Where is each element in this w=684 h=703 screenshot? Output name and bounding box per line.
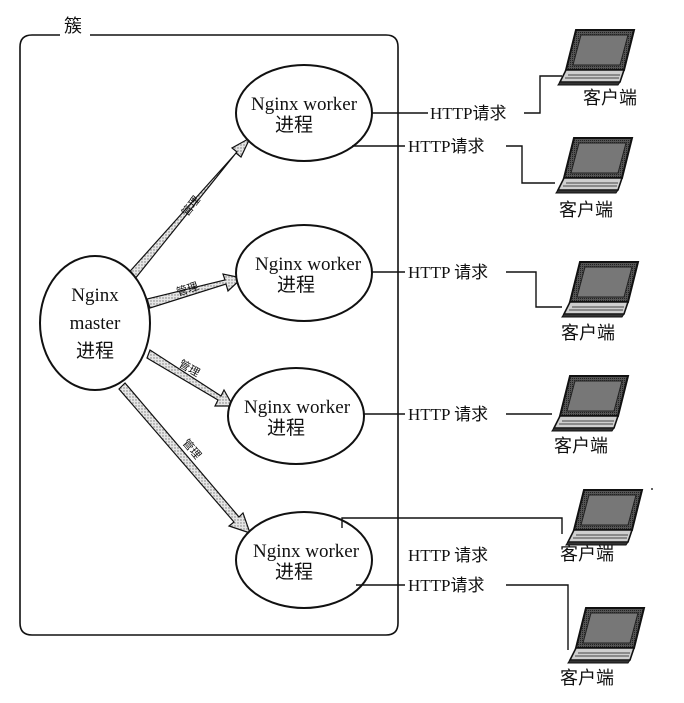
worker-1-line-2: 进程	[275, 114, 313, 136]
laptop-icon	[551, 375, 629, 432]
worker-4-line-1: Nginx worker	[253, 541, 360, 562]
client-5-label: 客户端	[560, 544, 614, 564]
worker-process-node-4: Nginx worker 进程	[235, 511, 373, 609]
manage-arrow-1: 管理	[123, 136, 252, 286]
http-request-label-4: HTTP 请求	[408, 405, 488, 424]
client-6: 客户端	[560, 607, 645, 688]
cluster-label: 簇	[64, 16, 82, 36]
stray-dot	[651, 488, 653, 490]
client-4: 客户端	[551, 375, 629, 456]
client-1: 客户端	[557, 29, 637, 108]
worker-process-node-2: Nginx worker 进程	[235, 224, 373, 322]
client-2: 客户端	[555, 137, 633, 220]
worker-process-node-1: Nginx worker 进程	[235, 64, 373, 162]
client-6-label: 客户端	[560, 668, 614, 688]
client-5: 客户端	[560, 489, 643, 564]
worker-3-line-1: Nginx worker	[244, 397, 351, 418]
worker-2-line-2: 进程	[277, 274, 315, 296]
worker-4-line-2: 进程	[275, 561, 313, 583]
http-request-label-1: HTTP请求	[430, 104, 507, 123]
http-request-label-2: HTTP请求	[408, 137, 485, 156]
client-4-label: 客户端	[554, 436, 608, 456]
laptop-icon	[567, 607, 645, 664]
http-request-label-6: HTTP请求	[408, 576, 485, 595]
worker-process-node-3: Nginx worker 进程	[227, 367, 365, 465]
worker-3-line-2: 进程	[267, 417, 305, 439]
worker-2-line-1: Nginx worker	[255, 254, 362, 275]
laptop-icon	[557, 29, 635, 86]
master-line-3: 进程	[76, 340, 114, 362]
client-1-label: 客户端	[583, 88, 637, 108]
client-3-label: 客户端	[561, 323, 615, 343]
master-process-node: Nginx master 进程	[39, 255, 151, 391]
laptop-icon	[555, 137, 633, 194]
laptop-icon	[565, 489, 643, 546]
http-request-label-5: HTTP 请求	[408, 546, 488, 565]
client-2-label: 客户端	[559, 200, 613, 220]
cluster-boundary	[19, 34, 399, 636]
request-connectors	[341, 75, 569, 650]
manage-arrow-2-label: 管理	[175, 279, 200, 299]
manage-arrow-2: 管理	[146, 273, 244, 309]
laptop-icon	[561, 261, 639, 318]
worker-1-line-1: Nginx worker	[251, 94, 358, 115]
http-request-label-3: HTTP 请求	[408, 263, 488, 282]
master-line-2: master	[70, 313, 121, 334]
client-3: 客户端	[561, 261, 639, 343]
master-line-1: Nginx	[71, 285, 119, 306]
manage-arrow-3: 管理	[146, 349, 235, 407]
